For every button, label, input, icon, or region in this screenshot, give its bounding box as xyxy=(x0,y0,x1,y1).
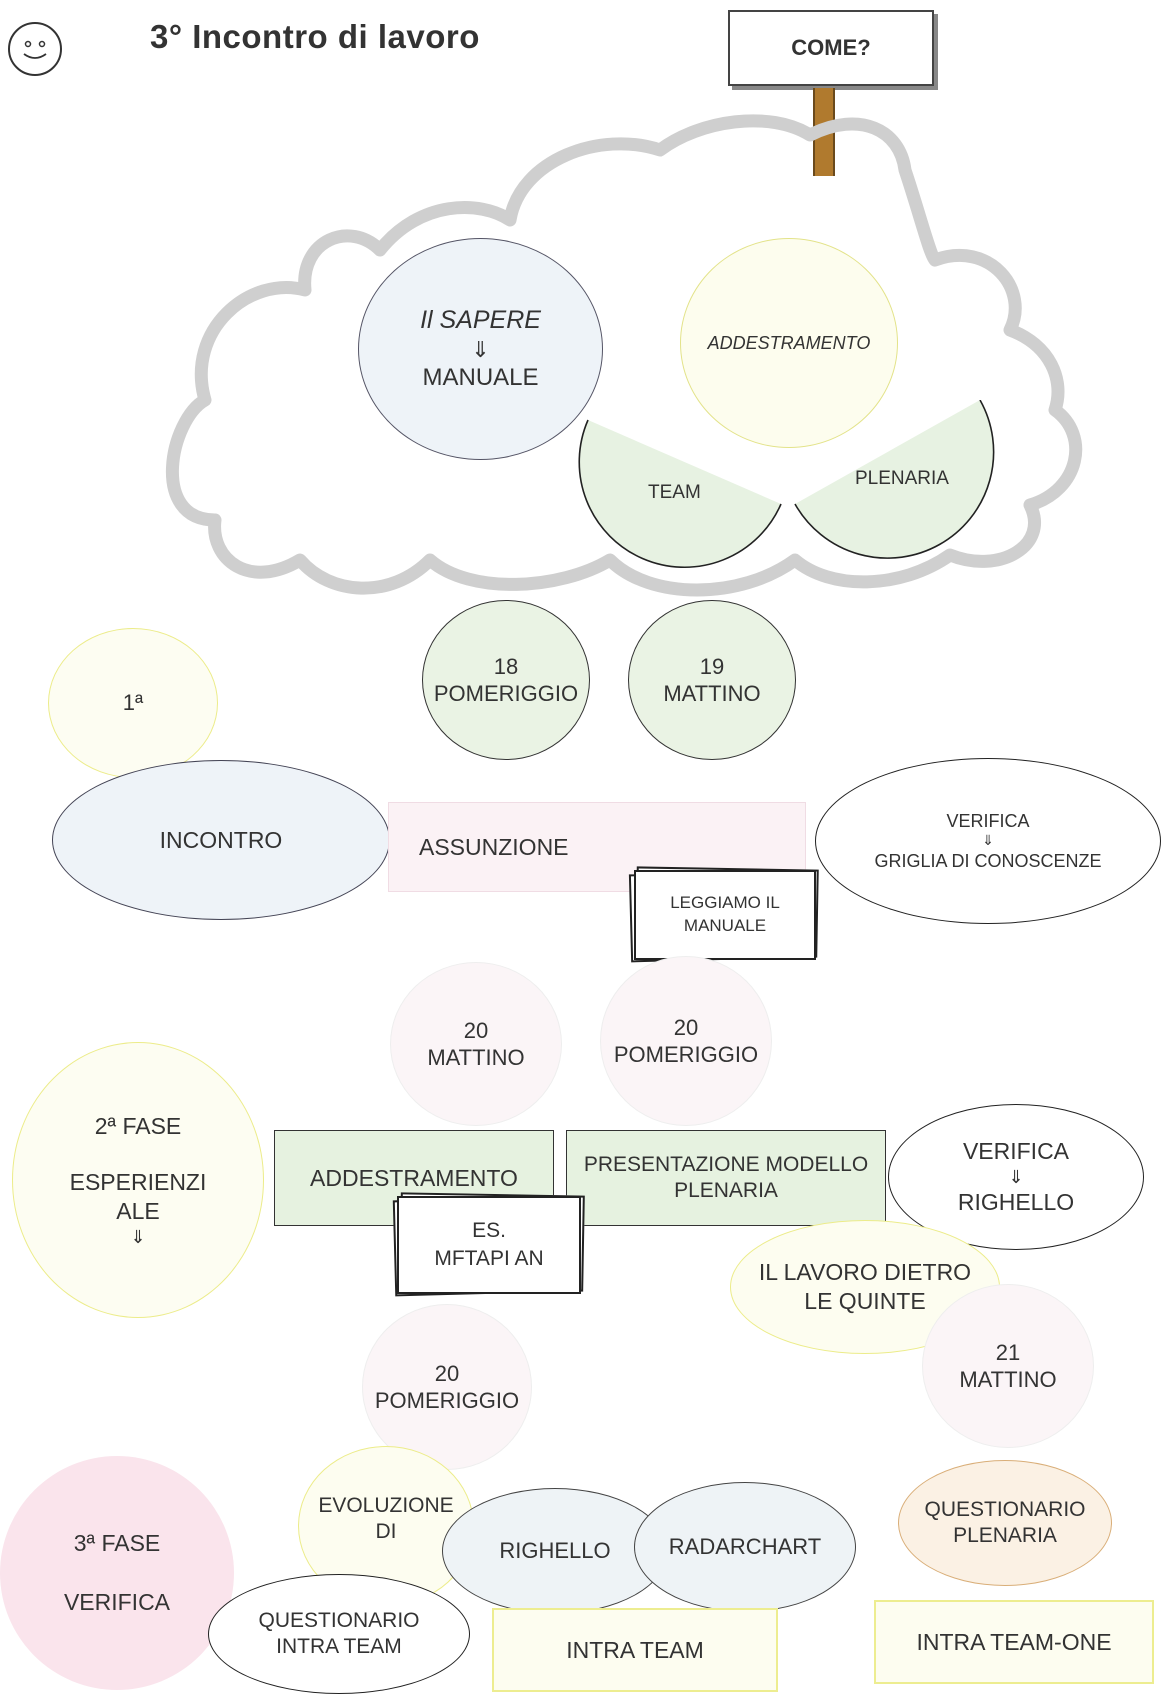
team-label: TEAM xyxy=(648,482,701,503)
assunzione-label: ASSUNZIONE xyxy=(419,833,569,860)
phase1-label: 1ª xyxy=(122,690,144,716)
questionario-plenaria-ellipse: QUESTIONARIO PLENARIA xyxy=(898,1460,1112,1586)
leggiamo-card: LEGGIAMO IL MANUALE xyxy=(634,870,816,960)
incontro-label: INCONTRO xyxy=(159,826,283,853)
addestramento-label: ADDESTRAMENTO xyxy=(707,332,871,353)
team-plenaria-shapes xyxy=(578,400,995,568)
date-20-pomeriggio: 20 POMERIGGIO xyxy=(600,956,772,1126)
questionario-intra-ellipse: QUESTIONARIO INTRA TEAM xyxy=(208,1574,470,1694)
date-19-mattino: 19 MATTINO xyxy=(628,600,796,760)
verifica-griglia-ellipse: VERIFICA ⇓ GRIGLIA DI CONOSCENZE xyxy=(815,758,1161,924)
verifica-righello-ellipse: VERIFICA ⇓ RIGHELLO xyxy=(888,1104,1144,1250)
es-card: ES. MFTAPI AN xyxy=(397,1196,581,1294)
come-sign: COME? xyxy=(728,10,934,86)
smiley-icon xyxy=(8,22,62,76)
il-sapere-circle: Il SAPERE ⇓ MANUALE xyxy=(358,238,603,460)
intra-team-one-box: INTRA TEAM-ONE xyxy=(874,1600,1154,1684)
phase3-circle: 3ª FASE VERIFICA xyxy=(0,1456,234,1690)
date-21-mattino: 21 MATTINO xyxy=(922,1284,1094,1448)
addestramento-box-label: ADDESTRAMENTO xyxy=(310,1164,518,1191)
presentazione-box: PRESENTAZIONE MODELLO PLENARIA xyxy=(566,1130,886,1226)
plenaria-label: PLENARIA xyxy=(855,468,949,489)
incontro-ellipse: INCONTRO xyxy=(52,760,390,920)
manuale-label: MANUALE xyxy=(422,364,539,392)
down-arrow-icon: ⇓ xyxy=(1008,1166,1024,1187)
date-20-mattino: 20 MATTINO xyxy=(390,962,562,1126)
addestramento-circle: ADDESTRAMENTO xyxy=(680,238,898,448)
date-20-pomeriggio-2: 20 POMERIGGIO xyxy=(362,1304,532,1470)
date-18-pomeriggio: 18 POMERIGGIO xyxy=(422,600,590,760)
page-title: 3° Incontro di lavoro xyxy=(150,18,480,55)
intra-team-box: INTRA TEAM xyxy=(492,1608,778,1692)
il-sapere-label: Il SAPERE xyxy=(420,305,541,334)
down-arrow-icon: ⇓ xyxy=(471,336,490,362)
phase2-circle: 2ª FASE ESPERIENZI ALE ⇓ xyxy=(12,1042,264,1318)
cloud-outline xyxy=(165,114,1083,597)
righello-ellipse: RIGHELLO xyxy=(442,1488,668,1614)
phase1-circle: 1ª xyxy=(48,628,218,778)
radarchart-ellipse: RADARCHART xyxy=(634,1482,856,1612)
down-arrow-icon: ⇓ xyxy=(982,832,994,849)
down-arrow-icon: ⇓ xyxy=(130,1226,146,1247)
